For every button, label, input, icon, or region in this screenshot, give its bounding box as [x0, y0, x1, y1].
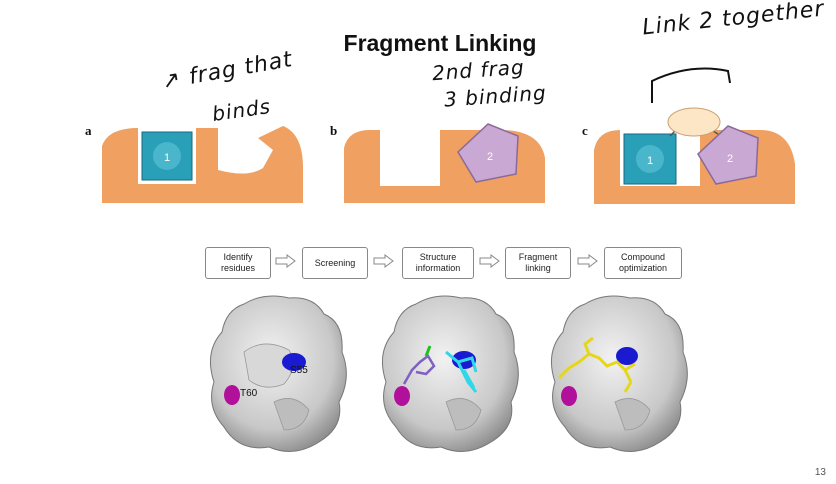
page-number: 13	[814, 467, 826, 478]
flow-step-identify: Identify residues	[205, 247, 271, 279]
panel-label-a: a	[85, 123, 92, 138]
protein-surface-2	[381, 295, 519, 452]
flow-arrow-icon	[479, 254, 500, 268]
linker	[667, 107, 721, 137]
handwritten-note-b-2: 3 binding	[443, 80, 548, 112]
fragment-label-a: 1	[164, 152, 170, 164]
arrow-up-icon: ↗	[160, 66, 184, 95]
ligand-purple	[402, 354, 436, 385]
flow-step-linking: Fragment linking	[505, 247, 571, 279]
protein-surface-1: S55 T60	[209, 295, 347, 452]
flow-arrow-icon	[577, 254, 598, 268]
handwritten-bracket	[651, 67, 731, 103]
protein-pocket-a	[102, 126, 303, 203]
handwritten-note-a: ↗ frag that	[160, 47, 295, 95]
flow-step-structure: Structure information	[402, 247, 474, 279]
flow-step-screening: Screening	[302, 247, 368, 279]
handwritten-note-b-1: 2nd frag	[431, 54, 526, 86]
panel-a-diagram: 1	[102, 126, 303, 203]
fragment-label-b: 2	[487, 151, 493, 163]
ligand-yellow	[557, 336, 636, 393]
fragment-2-b	[457, 123, 519, 183]
panel-label-b: b	[330, 123, 338, 138]
ligand-cyan	[445, 350, 478, 393]
residue-label-t60: T60	[240, 388, 258, 399]
residue-label-s55: S55	[290, 365, 308, 376]
protein-surface-3	[550, 295, 688, 452]
panel-label-c: c	[582, 123, 588, 138]
note-b-line2: binding	[464, 80, 548, 111]
flow-step-optimization: Compound optimization	[604, 247, 682, 279]
flow-arrow-icon	[275, 254, 296, 268]
fragment-label-c2: 2	[727, 153, 733, 165]
highlight-s55	[282, 353, 306, 371]
slide-title: Fragment Linking	[343, 30, 537, 56]
fragment-2-c	[697, 125, 759, 185]
handwritten-note-c: Link 2 together	[641, 0, 826, 41]
highlight-t60	[224, 385, 240, 405]
panel-c-diagram: 1 2	[594, 107, 795, 204]
panel-b-diagram: 2	[344, 123, 545, 203]
note-a-line1: frag that	[187, 47, 295, 90]
fragment-label-c1: 1	[647, 155, 653, 167]
flow-arrow-icon	[373, 254, 394, 268]
